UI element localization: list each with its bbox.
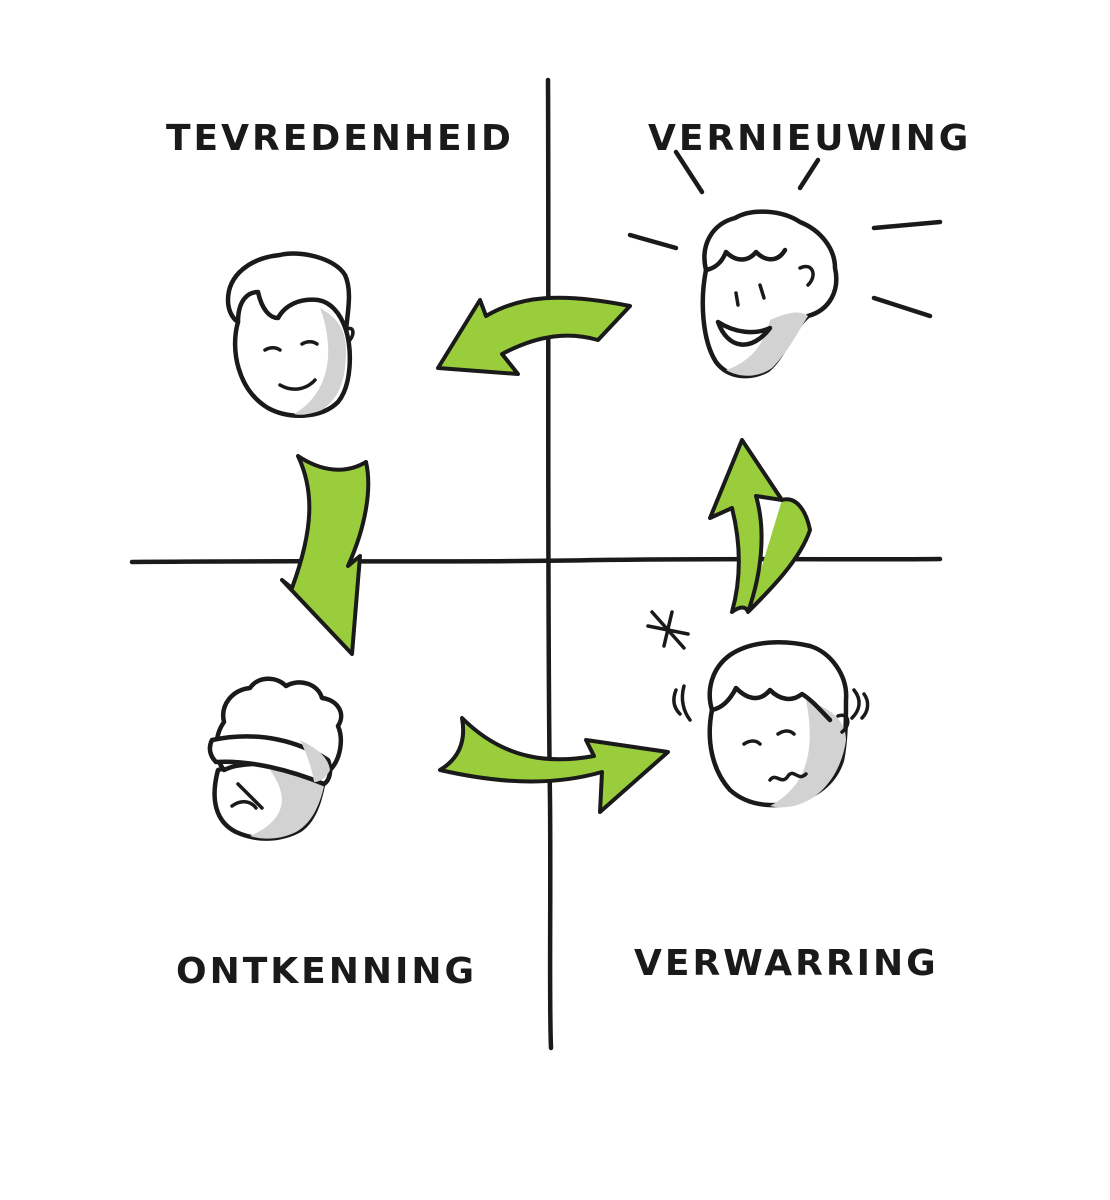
denial-face-icon [207,676,344,841]
arrow-tevredenheid-to-ontkenning [280,454,371,656]
label-vernieuwing: VERNIEUWING [648,118,971,159]
vertical-axis [545,77,554,1051]
arrow-ontkenning-to-verwarring [438,716,670,814]
joyful-face-icon [627,149,943,379]
content-face-icon [225,251,355,418]
horizontal-axis [129,556,943,565]
arrow-verwarring-to-vernieuwing [708,438,812,614]
label-tevredenheid: TEVREDENHEID [166,118,514,159]
label-ontkenning: ONTKENNING [176,951,477,992]
label-verwarring: VERWARRING [634,943,939,984]
confused-face-icon [646,610,870,808]
arrow-vernieuwing-to-tevredenheid [436,295,632,376]
